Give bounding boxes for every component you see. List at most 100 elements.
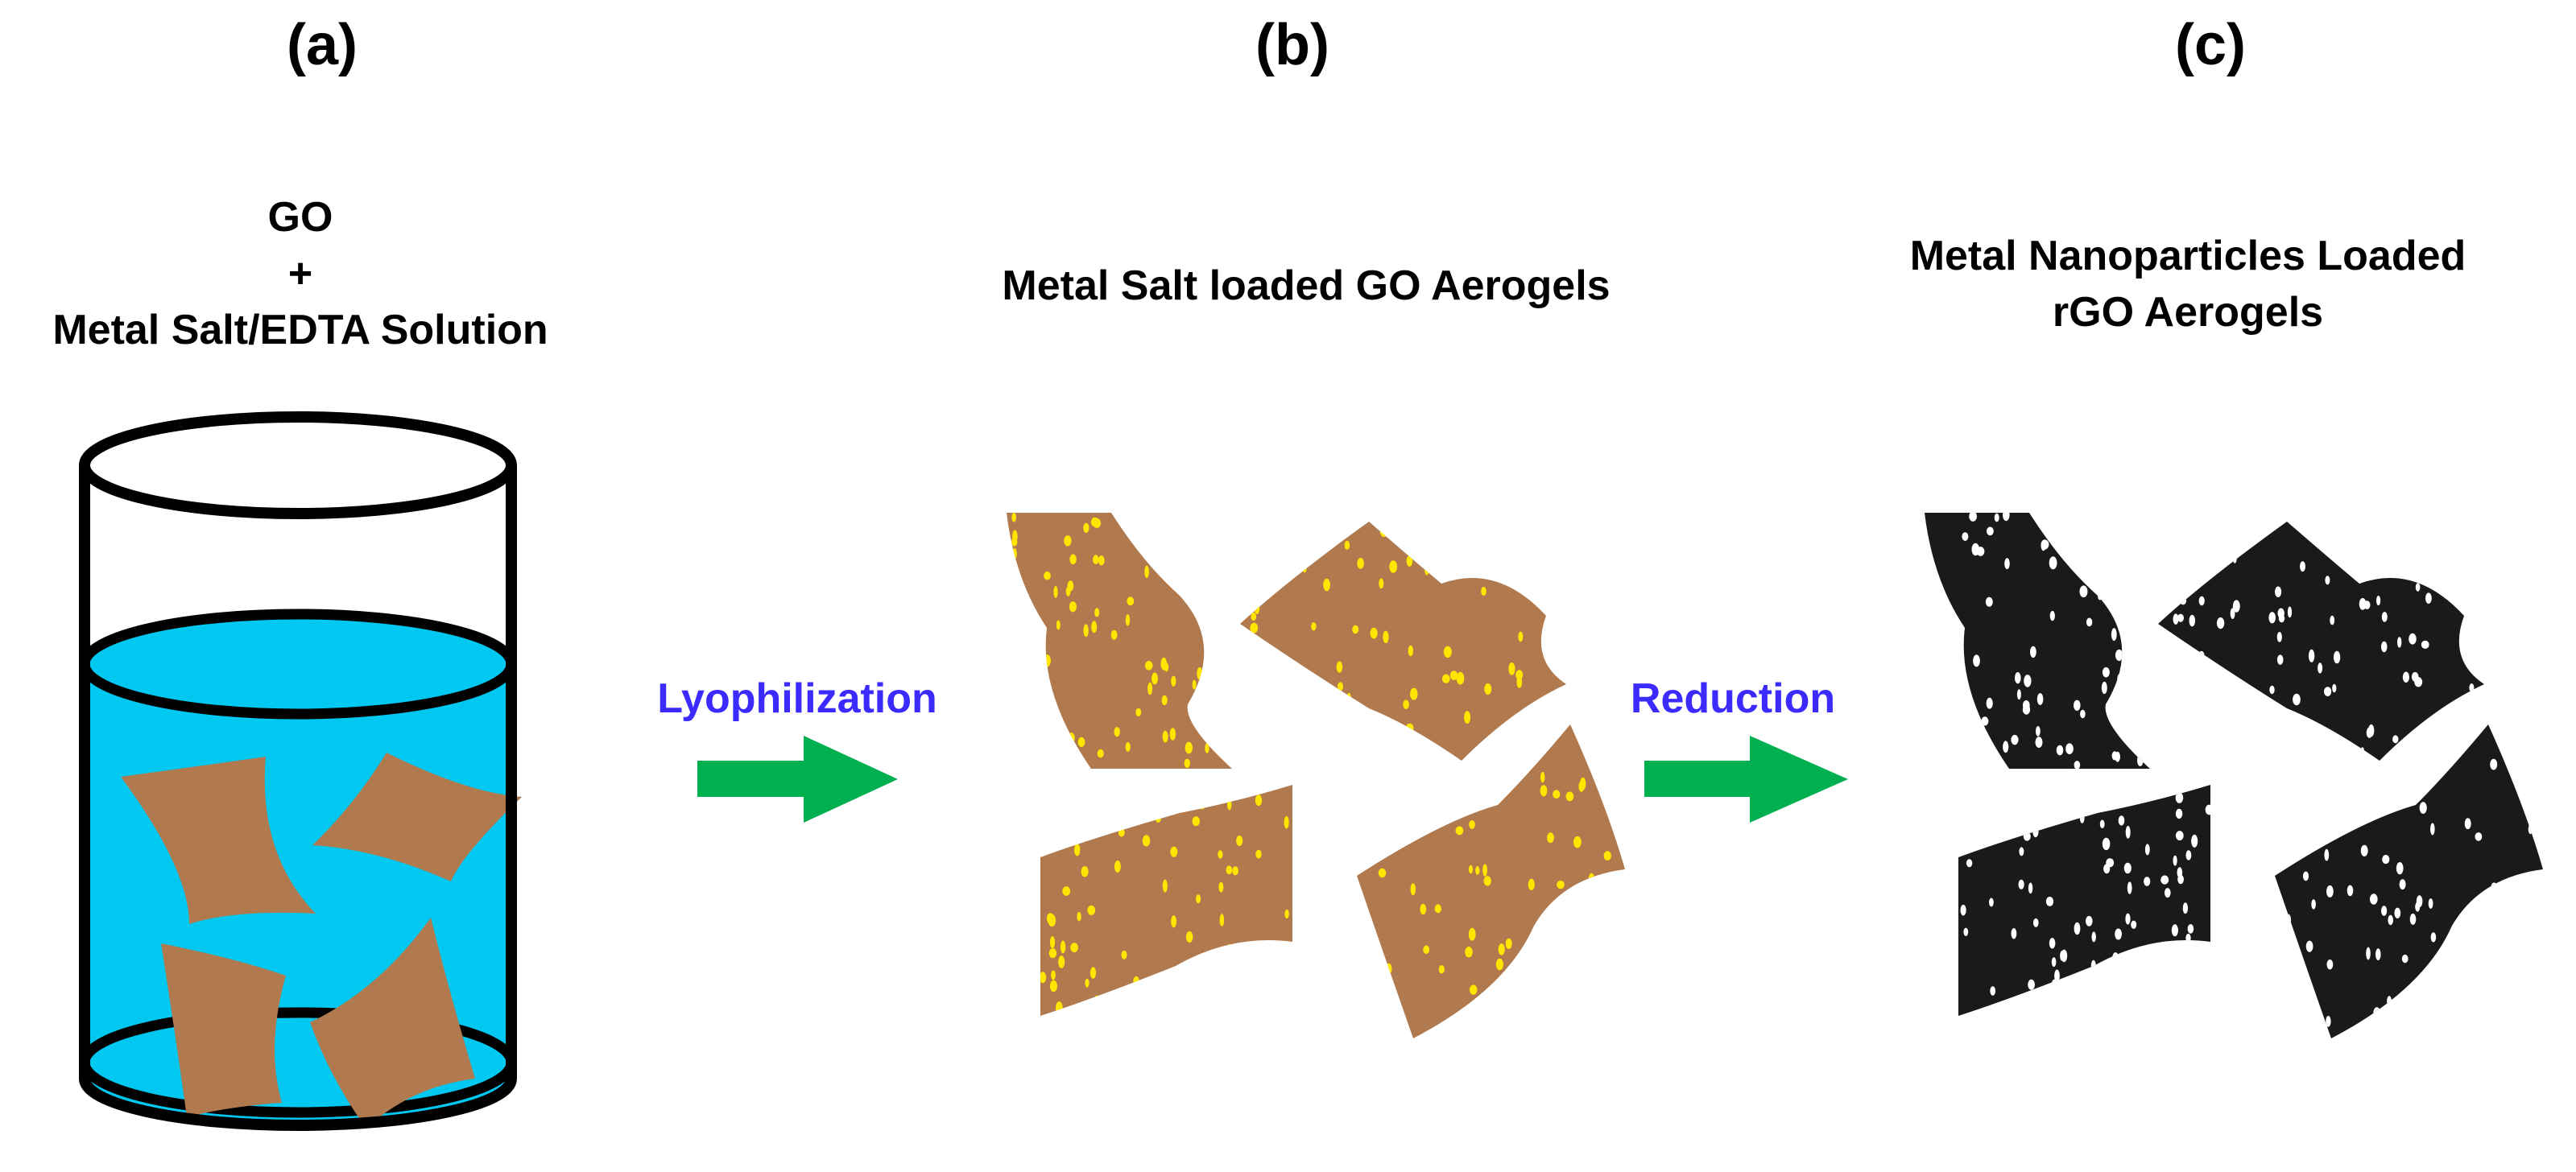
rgo-aerogel-dot: [1969, 513, 1977, 522]
go-aerogel-dot: [1218, 850, 1223, 859]
rgo-aerogel-dot: [2305, 940, 2313, 952]
go-aerogel-dot: [1044, 571, 1051, 580]
go-aerogel-sheet: [1357, 724, 1625, 1038]
go-aerogel-dot: [1144, 565, 1149, 579]
go-sheet: [312, 753, 522, 881]
rgo-aerogel-dot: [2325, 576, 2330, 585]
rgo-aerogel-dot: [2492, 953, 2499, 966]
rgo-aerogel-dot: [2157, 997, 2165, 1006]
rgo-aerogel-dot: [2205, 804, 2210, 815]
go-aerogel-dot: [1311, 622, 1317, 631]
rgo-aerogel-dot: [2366, 947, 2371, 960]
rgo-aerogel-dot: [2375, 766, 2382, 775]
go-aerogel-dot: [1381, 760, 1386, 770]
go-aerogel-dot: [1251, 645, 1258, 656]
rgo-aerogel-dot: [2301, 982, 2309, 992]
rgo-aerogel-dot: [2032, 825, 2039, 838]
rgo-aerogel-dot: [2232, 550, 2237, 563]
panel-b-label: (b): [1255, 13, 1329, 77]
rgo-aerogel-dot: [2333, 650, 2341, 664]
go-aerogel-dot: [1085, 978, 1090, 988]
rgo-aerogel-dot: [2030, 646, 2036, 658]
go-aerogel-dot: [1098, 555, 1105, 566]
rgo-aerogel-dot: [2127, 881, 2132, 894]
go-aerogel-dot: [1171, 675, 1176, 687]
rgo-aerogel-dot: [2475, 832, 2483, 841]
rgo-aerogel-dot: [2289, 844, 2297, 857]
go-aerogel-dot: [1483, 876, 1491, 886]
rgo-aerogel-dot: [2015, 672, 2021, 684]
go-aerogel-dot: [1021, 675, 1029, 687]
rgo-aerogel-dot: [1963, 927, 1969, 937]
rgo-aerogel-dot: [2318, 662, 2323, 674]
go-aerogel-dot: [1464, 711, 1471, 724]
go-aerogel-dot: [1475, 866, 1480, 875]
panel-c-label: (c): [2175, 13, 2246, 77]
rgo-aerogel-dot: [2502, 732, 2507, 742]
rgo-aerogel-dot: [2092, 1005, 2100, 1016]
go-aerogel-dot: [1619, 905, 1624, 914]
rgo-aerogel-dot: [2115, 649, 2123, 662]
rgo-aerogel-dot: [2409, 633, 2417, 645]
go-aerogel-dot: [1434, 904, 1442, 914]
rgo-aerogel-dot: [2437, 717, 2446, 728]
rgo-aerogel-sheet: [1925, 513, 2150, 769]
rgo-aerogel-dot: [1928, 705, 1935, 716]
rgo-aerogel-dot: [1933, 711, 1939, 720]
rgo-aerogel-dot: [2117, 997, 2123, 1009]
panel-a-caption-line-1: GO: [268, 194, 333, 241]
rgo-aerogel-dot: [2004, 558, 2010, 570]
rgo-aerogel-dot: [2166, 707, 2172, 717]
rgo-aerogel-dot: [2080, 709, 2086, 719]
rgo-aerogel-dot: [2371, 799, 2377, 809]
go-aerogel-dot: [1046, 913, 1054, 924]
rgo-aerogel-dot: [2508, 878, 2516, 888]
go-aerogel-dot: [1250, 576, 1255, 588]
go-aerogel-dot: [1062, 886, 1071, 896]
rgo-aerogel-dot: [2275, 586, 2282, 597]
arrow-lyophilization: [697, 736, 898, 823]
rgo-aerogel-dot: [2022, 700, 2030, 711]
go-aerogel-dot: [1469, 820, 1475, 829]
rgo-aerogel-dot: [2316, 738, 2324, 751]
go-aerogel-dot: [1578, 781, 1585, 792]
go-aerogel-dot: [1481, 586, 1486, 596]
go-aerogel-dot: [1133, 976, 1139, 987]
go-aerogel-dot: [1370, 813, 1377, 823]
rgo-aerogel-dot: [2041, 539, 2049, 550]
go-aerogel-dot: [1548, 947, 1553, 958]
solution-surface: [79, 609, 517, 720]
go-aerogel-dot: [1152, 672, 1158, 685]
rgo-aerogel-dot: [2125, 724, 2131, 733]
go-aerogel-dot: [1465, 947, 1473, 958]
rgo-aerogel-dot: [2131, 920, 2137, 930]
rgo-aerogel-dot: [2230, 608, 2235, 619]
go-aerogel-dot: [1379, 526, 1388, 538]
go-aerogel-dot: [1087, 905, 1096, 915]
rgo-aerogel-dot: [2392, 735, 2399, 744]
rgo-aerogel-dot: [2216, 679, 2221, 689]
rgo-aerogel-dot: [1985, 596, 1993, 607]
rgo-aerogel-dot: [2165, 646, 2172, 659]
go-aerogel-dot: [1543, 921, 1548, 934]
go-aerogel-dot: [1121, 950, 1127, 959]
go-aerogel-dot: [1125, 742, 1131, 752]
go-aerogel-dot: [1090, 785, 1098, 791]
go-aerogel-dot: [1011, 513, 1016, 522]
go-aerogel-dot: [1040, 972, 1047, 984]
go-sheet: [310, 918, 475, 1129]
go-aerogel-dot: [1540, 785, 1548, 797]
rgo-aerogel-dot: [2212, 548, 2217, 560]
rgo-aerogel-sheets: [1925, 513, 2543, 1038]
rgo-aerogel-dot: [2028, 979, 2035, 990]
rgo-aerogel-dot: [1962, 532, 1969, 541]
rgo-aerogel-dot: [2013, 785, 2020, 790]
rgo-aerogel-dot: [2079, 585, 2088, 598]
go-aerogel-dot: [1211, 637, 1218, 647]
go-aerogel-dot: [1588, 873, 1595, 886]
rgo-aerogel-dot: [2160, 875, 2169, 885]
rgo-aerogel-dot: [2115, 600, 2121, 613]
rgo-aerogel-dot: [2074, 922, 2081, 935]
go-aerogel-dot: [1613, 971, 1621, 984]
go-aerogel-dot: [1193, 980, 1197, 990]
